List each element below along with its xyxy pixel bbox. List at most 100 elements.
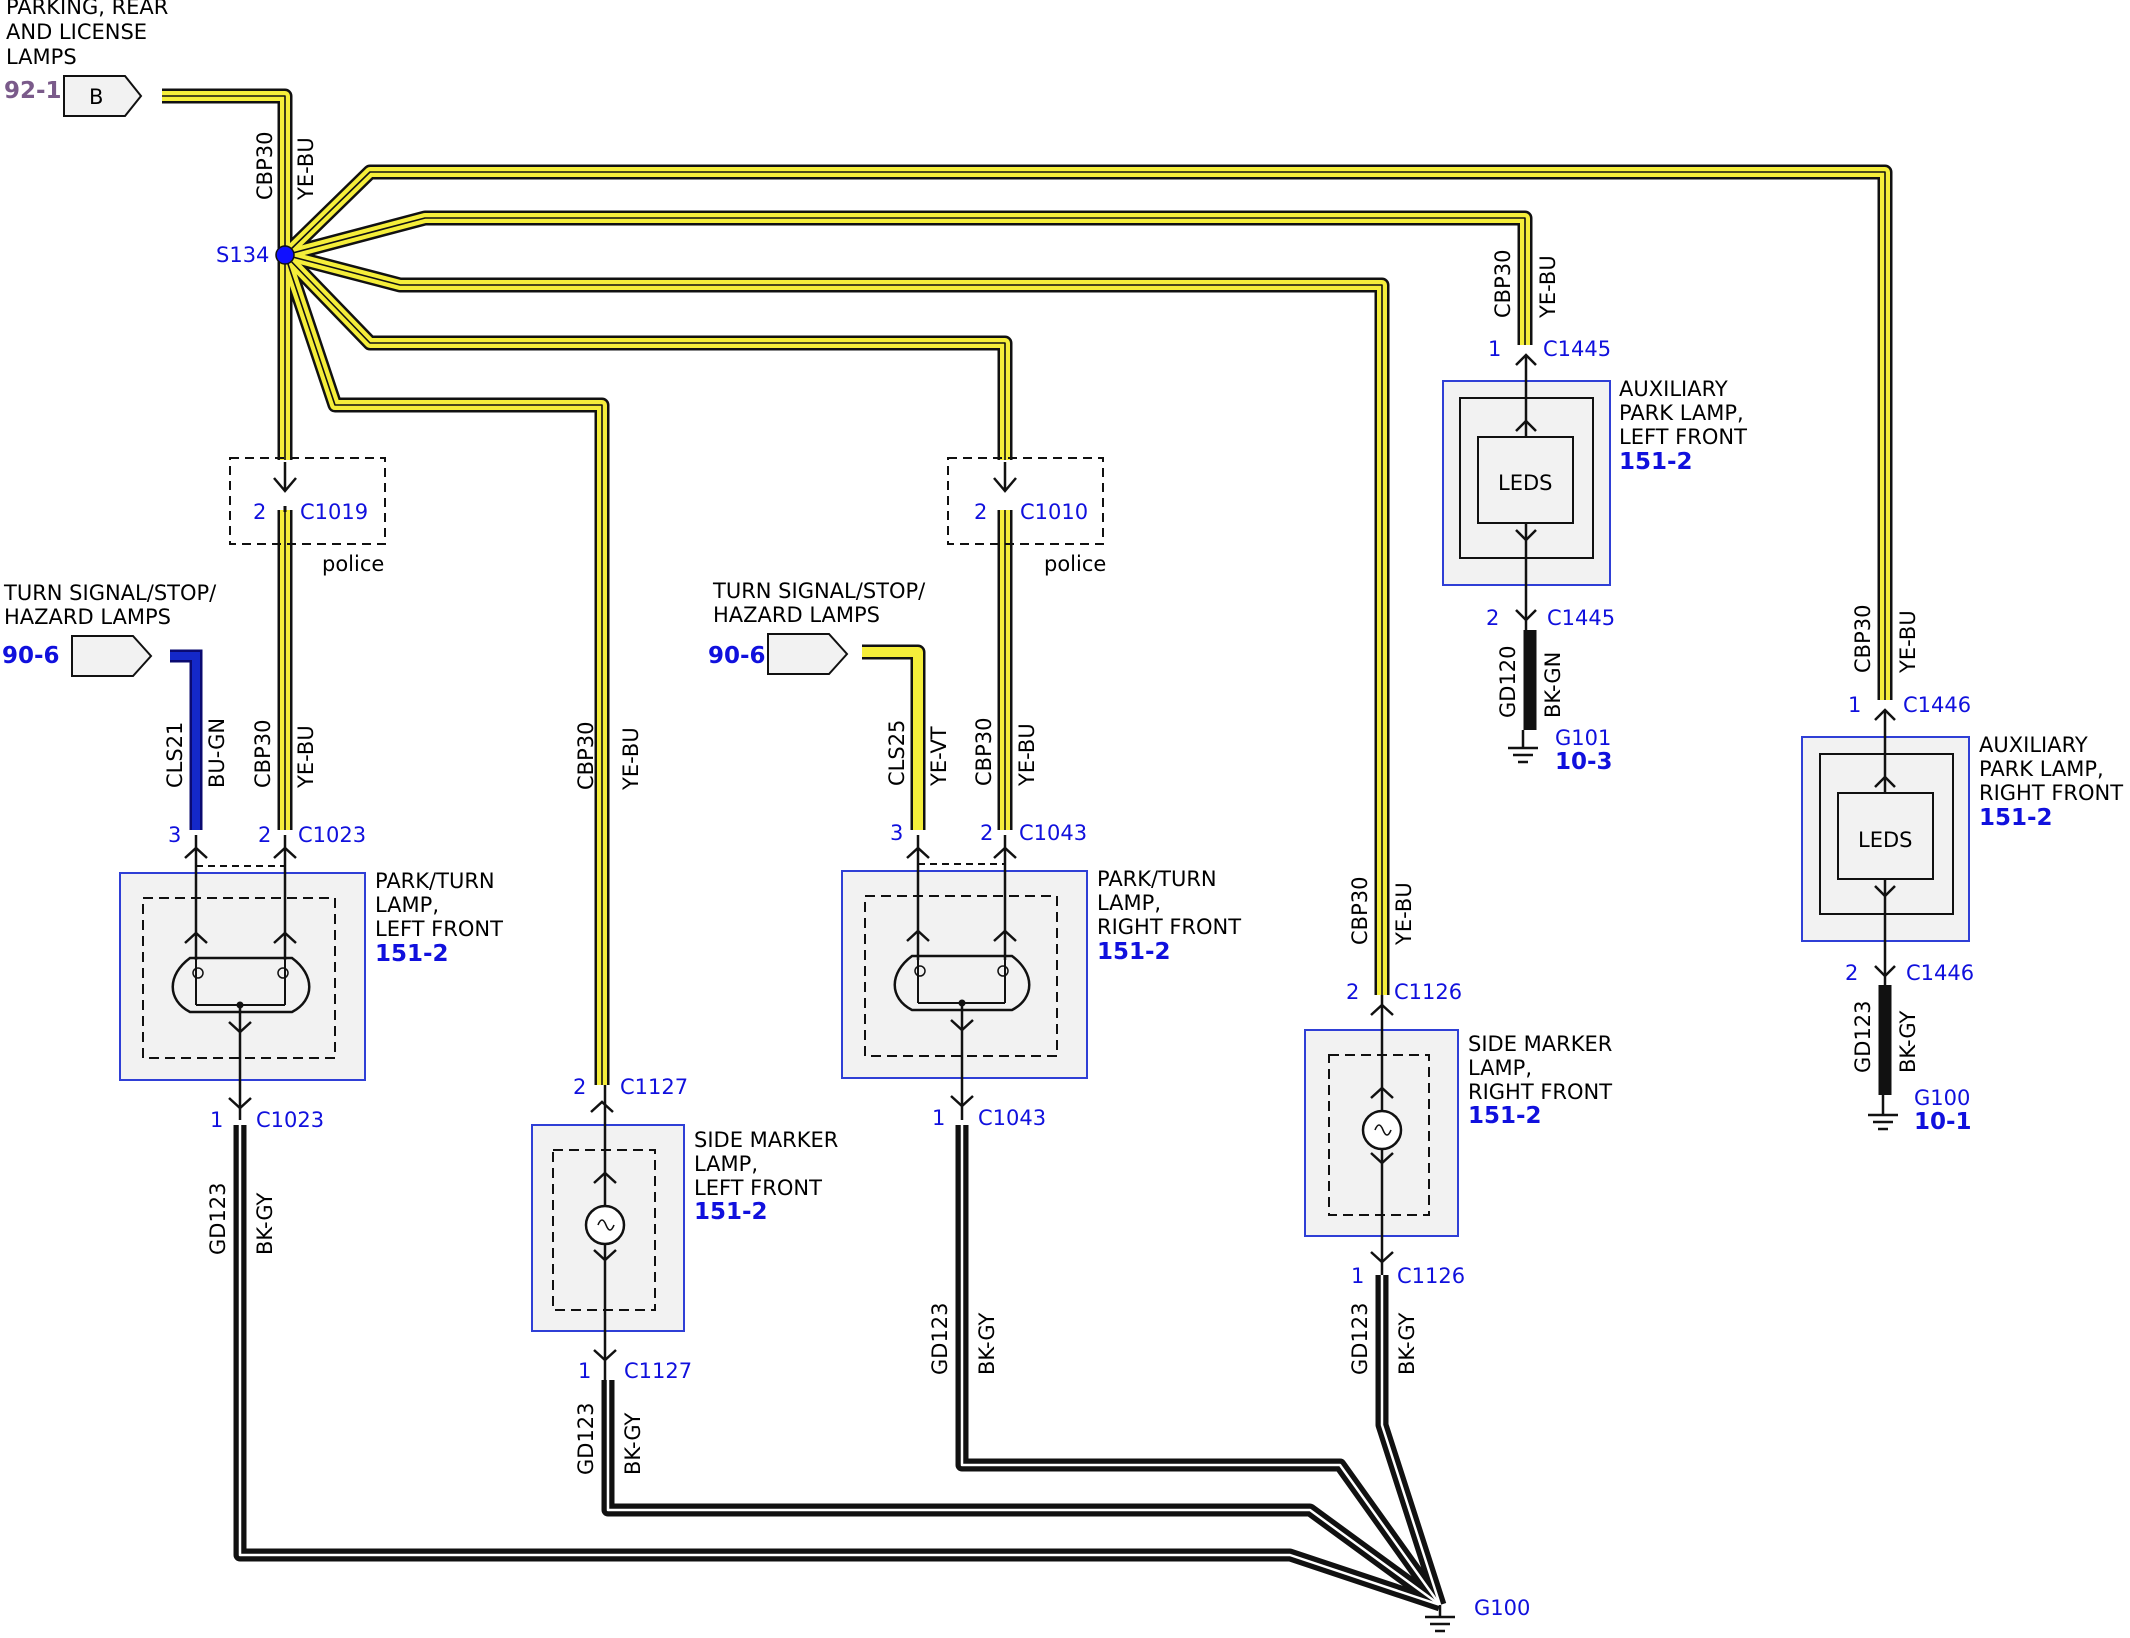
source-turn-left: TURN SIGNAL/STOP/ HAZARD LAMPS 90-6 [2,581,217,677]
aux-park-lamp-right-front: 1 C1446 LEDS 2 C1446 AUXILIARY PARK LAMP… [1801,693,2123,985]
component-title-3: LEFT FRONT [375,917,503,941]
police-note: police [322,552,384,576]
ground-ref: 10-1 [1914,1109,1972,1135]
pin-number: 2 [1486,606,1499,630]
turn-left-ref: 90-6 [2,643,60,669]
component-ref: 151-2 [1097,939,1171,965]
ground-name: G101 [1555,726,1611,750]
wire-label-color: BU-GN [205,718,229,788]
ground-g100-aux: G100 10-1 [1868,1086,1972,1135]
ground-g100-main: G100 [1425,1596,1530,1633]
connector-name: C1126 [1397,1264,1465,1288]
turn-left-wire [170,649,203,830]
ground-g101: G101 10-3 [1508,726,1613,775]
connector-name: C1043 [978,1106,1046,1130]
pin-number: 2 [980,821,993,845]
component-title-2: LAMP, [1097,891,1161,915]
turn-right-ref: 90-6 [708,643,766,669]
component-ref: 151-2 [1979,805,2053,831]
wire-label-circuit: CLS21 [163,722,187,788]
ground-icon [1508,730,1538,764]
ground-name: G100 [1914,1086,1970,1110]
wire-label-color: BK-GY [1395,1312,1419,1375]
police-connector-box [229,457,386,545]
park-wire-group [162,88,1893,1085]
parking-ref: 92-1 [4,78,62,104]
connector-name: C1043 [1019,821,1087,845]
wire-label-color: YE-BU [1015,723,1039,787]
bulb-icon [171,956,311,1014]
filament-icon [914,965,926,977]
wire-label-circuit: GD123 [1851,1000,1875,1073]
wire-label-circuit: GD123 [206,1182,230,1255]
component-title-3: RIGHT FRONT [1468,1080,1612,1104]
component-box [119,872,366,1081]
pin-number: 2 [253,500,266,524]
connector-name: C1010 [1020,500,1088,524]
connector-name: C1446 [1906,961,1974,985]
wire-label-color: YE-BU [294,725,318,789]
pin-arrow [273,462,297,493]
filament-icon [192,967,204,979]
parking-title-3: LAMPS [6,45,77,69]
component-title-1: PARK/TURN [375,869,495,893]
pin-number: 3 [168,823,181,847]
parking-pin: B [89,85,103,109]
wire-label-color: YE-BU [1896,610,1920,674]
park-turn-lamp-left-front: 3 2 C1023 1 C1023 PARK/TURN LAMP, LEFT F… [119,823,503,1132]
pin-number: 2 [573,1075,586,1099]
turn-right-title-2: HAZARD LAMPS [713,603,880,627]
component-ref: 151-2 [694,1199,768,1225]
parking-connector-tag [63,75,143,117]
wire-label-color: BK-GN [1541,652,1565,718]
component-title-3: RIGHT FRONT [1097,915,1241,939]
component-title-3: LEFT FRONT [1619,425,1747,449]
component-title-1: SIDE MARKER [1468,1032,1612,1056]
turn-right-connector-tag [767,633,849,675]
wire-label-color: YE-BU [619,727,643,791]
wire-label-circuit: CBP30 [1491,250,1515,318]
source-parking: PARKING, REAR AND LICENSE LAMPS 92-1 B [4,0,168,117]
ground-name: G100 [1474,1596,1530,1620]
leds-label: LEDS [1498,471,1552,495]
turn-left-connector-tag [71,635,153,677]
component-title-2: PARK LAMP, [1619,401,1744,425]
splice-label: S134 [216,243,269,267]
pin-number: 2 [1346,980,1359,1004]
pin-number: 1 [578,1359,591,1383]
wire-label-color: BK-GY [975,1312,999,1375]
pin-number: 2 [974,500,987,524]
pin-number: 1 [932,1106,945,1130]
component-box [841,870,1088,1079]
wire-label-color: BK-GY [253,1192,277,1255]
wire-label-circuit: CBP30 [253,132,277,200]
ground-ref: 10-3 [1555,749,1613,775]
connector-name: C1127 [620,1075,688,1099]
police-note: police [1044,552,1106,576]
component-title-2: LAMP, [1468,1056,1532,1080]
pin-number: 2 [258,823,271,847]
component-ref: 151-2 [1468,1103,1542,1129]
pin-number: 2 [1845,961,1858,985]
component-title-1: AUXILIARY [1619,377,1728,401]
park-turn-lamp-right-front: 3 2 C1043 1 C1043 PARK/TURN LAMP, RIGHT … [841,821,1241,1130]
connector-c1010: 2 C1010 police [947,457,1106,576]
connector-name: C1127 [624,1359,692,1383]
bulb-icon [893,954,1031,1012]
ground-icon [1868,1095,1898,1131]
pin-arrow [184,846,297,859]
wire-label-color: BK-GY [621,1412,645,1475]
connector-name: C1445 [1547,606,1615,630]
pin-number: 3 [890,821,903,845]
pin-arrow [993,462,1017,493]
turn-left-title-1: TURN SIGNAL/STOP/ [3,581,217,605]
wire-label-circuit: CBP30 [1851,605,1875,673]
component-title-3: LEFT FRONT [694,1176,822,1200]
source-turn-right: TURN SIGNAL/STOP/ HAZARD LAMPS 90-6 [708,579,926,675]
component-title-1: SIDE MARKER [694,1128,838,1152]
wire-label-circuit: CBP30 [972,718,996,786]
component-title-1: PARK/TURN [1097,867,1217,891]
wire-label-color: YE-BU [294,137,318,201]
wire-label-circuit: CBP30 [251,720,275,788]
